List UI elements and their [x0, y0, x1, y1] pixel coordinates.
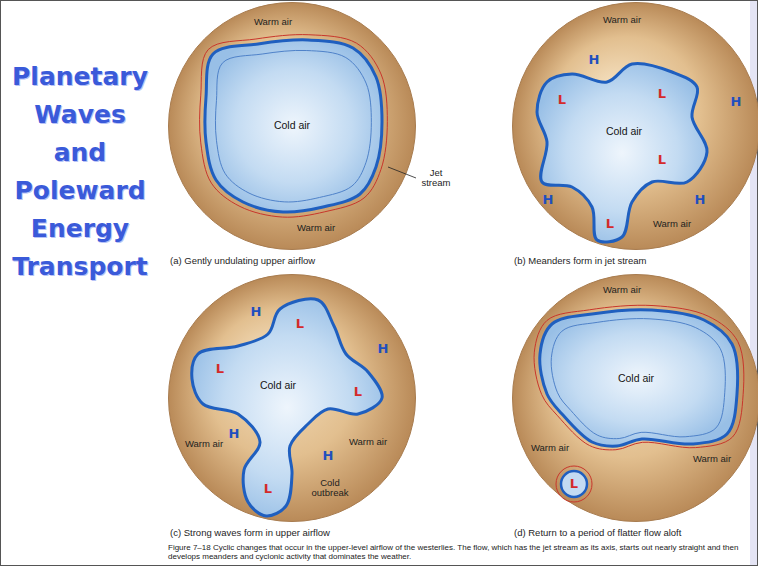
globe-view: Warm airWarm airWarm air(d) Return to a … [512, 274, 758, 522]
air-mass-label: Cold outbreak [306, 478, 354, 499]
panel-caption: (a) Gently undulating upper airflow [170, 256, 315, 266]
low-pressure-label: L [658, 87, 666, 101]
low-pressure-label: L [296, 317, 304, 331]
low-pressure-label: L [354, 385, 362, 399]
cutoff-low: L [560, 470, 588, 498]
warm-side-contour [534, 305, 744, 450]
high-pressure-label: H [378, 342, 389, 356]
panel-caption: (b) Meanders form in jet stream [514, 256, 647, 266]
air-mass-label: Warm air [349, 437, 387, 447]
jet-stream-line [537, 63, 707, 242]
low-pressure-label: L [570, 477, 578, 491]
warm-side-contour [556, 466, 592, 502]
air-mass-label: Warm air [603, 285, 641, 295]
low-pressure-label: L [606, 217, 614, 231]
cold-side-contour [215, 50, 371, 202]
air-mass-label: Jet stream [419, 168, 453, 189]
cold-air-shape [186, 294, 388, 522]
air-mass-label: Warm air [603, 15, 641, 25]
air-mass-label: Warm air [693, 454, 731, 464]
low-pressure-label: L [658, 153, 666, 167]
air-mass-label: Cold air [618, 373, 654, 385]
cutoff-low-fill [561, 471, 587, 497]
panel-caption: (d) Return to a period of flatter flow a… [514, 528, 681, 538]
cold-air-fill [205, 40, 382, 212]
air-mass-label: Cold air [606, 126, 642, 138]
earth-disc [169, 275, 416, 522]
high-pressure-label: H [229, 427, 240, 441]
globe-view: HHWarm airHWarm airHCold outbreak(c) Str… [168, 274, 416, 522]
high-pressure-label: H [543, 193, 554, 207]
air-mass-label: Warm air [185, 439, 223, 449]
jet-stream-line [540, 310, 738, 446]
earth-disc [513, 3, 758, 250]
slide-title: Planetary Waves and Poleward Energy Tran… [12, 58, 148, 286]
earth-disc [513, 275, 758, 522]
jet-stream-line [205, 40, 382, 212]
high-pressure-label: H [589, 53, 600, 67]
cold-air-region: Cold air [200, 34, 388, 218]
cold-side-contour [551, 319, 725, 439]
figure-caption: Figure 7–18 Cyclic changes that occur in… [168, 543, 748, 561]
cold-air-fill [540, 310, 738, 446]
cold-air-region: LLCold airLL [186, 294, 388, 522]
warm-side-contour [200, 35, 388, 218]
air-mass-label: Cold air [260, 380, 296, 392]
cold-air-region: Cold air [534, 304, 743, 452]
cold-air-fill [192, 299, 382, 516]
high-pressure-label: H [323, 449, 334, 463]
air-mass-label: Warm air [653, 219, 691, 229]
low-pressure-label: L [216, 362, 224, 376]
high-pressure-label: H [695, 193, 706, 207]
air-mass-label: Cold air [274, 120, 310, 132]
air-mass-label: Warm air [531, 443, 569, 453]
earth-disc [169, 3, 416, 250]
jet-stream-line [192, 299, 382, 516]
high-pressure-label: H [731, 95, 742, 109]
globe-view: Warm airHHHHWarm air(b) Meanders form in… [512, 2, 758, 250]
high-pressure-label: H [251, 305, 262, 319]
globe-view: Warm airJet streamWarm air(a) Gently und… [168, 2, 416, 250]
low-pressure-label: L [558, 93, 566, 107]
air-mass-label: Warm air [254, 17, 292, 27]
leader-line [388, 167, 416, 178]
cold-air-fill [537, 63, 707, 242]
air-mass-label: Warm air [297, 223, 335, 233]
low-pressure-label: L [264, 482, 272, 496]
panel-caption: (c) Strong waves form in upper airflow [170, 528, 330, 538]
